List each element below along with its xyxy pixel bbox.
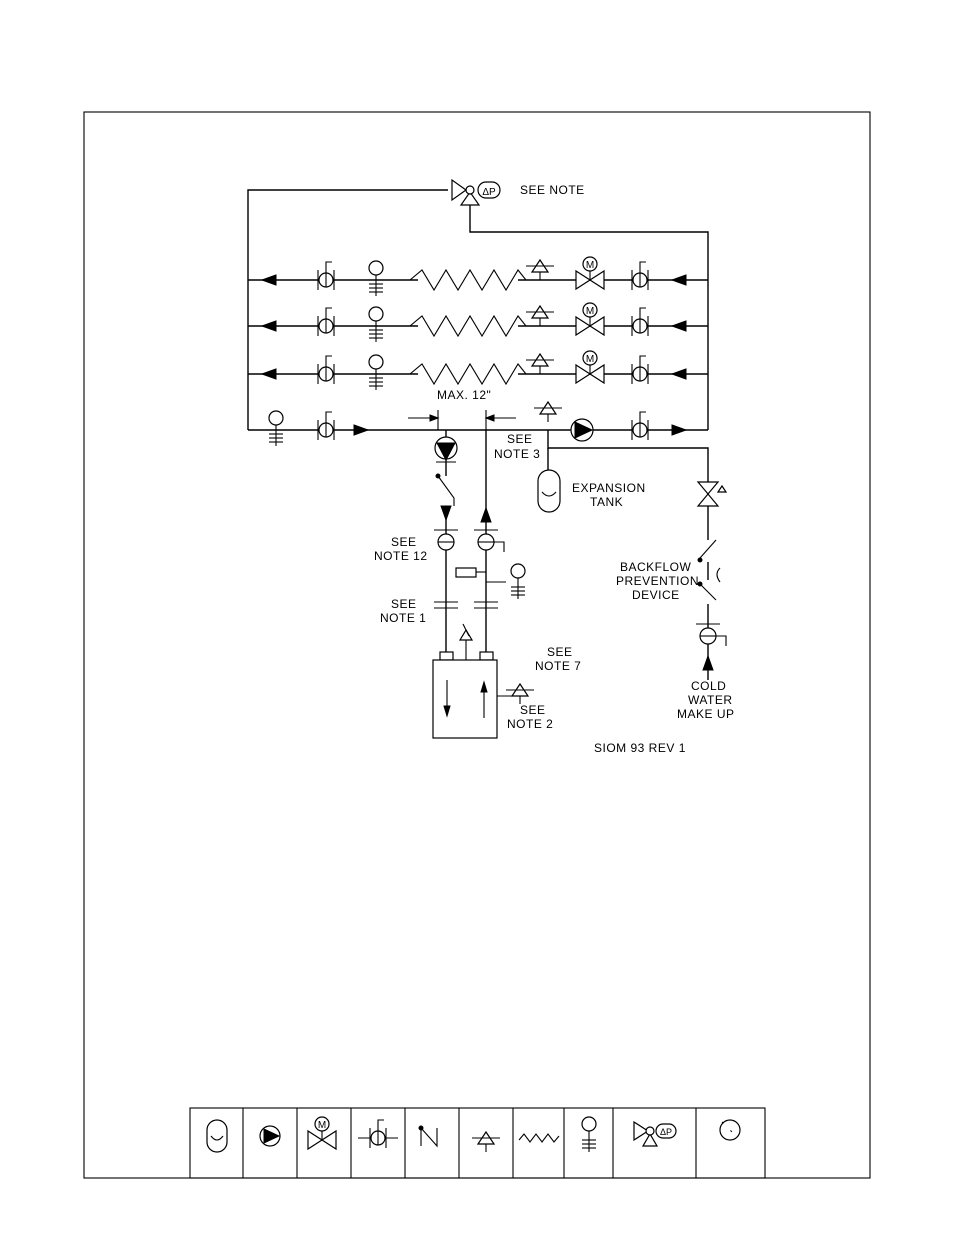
- max12-dimension: [408, 410, 516, 430]
- motorized-valve-icon: M: [308, 1117, 336, 1149]
- see-note3-label-b: NOTE 3: [494, 447, 540, 461]
- boiler-return-leg: [456, 430, 525, 655]
- boiler-supply-leg: [434, 430, 458, 655]
- see-note1-label-a: SEE: [391, 597, 417, 611]
- svg-text:M: M: [586, 354, 594, 365]
- shutoff-valve-icon: [358, 1120, 398, 1148]
- max12-label: MAX. 12": [437, 388, 491, 402]
- symbol-legend: M ΔP: [190, 1108, 765, 1178]
- cold-label-b: WATER: [688, 693, 733, 707]
- see-note7-label-a: SEE: [547, 645, 573, 659]
- differential-pressure-valve-icon: ΔP: [634, 1122, 676, 1146]
- backflow-label-b: PREVENTION: [616, 574, 699, 588]
- cold-label-a: COLD: [691, 679, 726, 693]
- see-note2-label-a: SEE: [520, 703, 546, 717]
- see-note1-label-b: NOTE 1: [380, 611, 426, 625]
- dp-valve: ΔP: [452, 180, 500, 205]
- branch-3: [262, 351, 686, 390]
- see-note12-label-b: NOTE 12: [374, 549, 428, 563]
- cold-label-c: MAKE UP: [677, 707, 735, 721]
- expansion-tank-icon: [207, 1120, 227, 1152]
- svg-text:M: M: [586, 260, 594, 271]
- supply-header: [269, 402, 686, 446]
- relief-valve-icon: [472, 1132, 500, 1152]
- svg-text:M: M: [586, 306, 594, 317]
- branch-1: [262, 257, 686, 296]
- backflow-label-a: BACKFLOW: [620, 560, 692, 574]
- gauge-icon: [582, 1117, 596, 1152]
- branch-2: [262, 303, 686, 342]
- drain-icon: [720, 1120, 740, 1140]
- pump-icon: [260, 1126, 280, 1146]
- svg-text:ΔP: ΔP: [660, 1127, 672, 1137]
- svg-text:M: M: [318, 1120, 326, 1131]
- drawing-id: SIOM 93 REV 1: [594, 741, 686, 755]
- see-note3-label-a: SEE: [507, 432, 533, 446]
- see-note-dp-label: SEE NOTE: [520, 183, 585, 197]
- see-note7-label-b: NOTE 7: [535, 659, 581, 673]
- dp-text: ΔP: [482, 187, 496, 198]
- makeup-water-line: [696, 480, 726, 680]
- expansion-label-b: TANK: [590, 495, 623, 509]
- coil-icon: [519, 1134, 559, 1142]
- expansion-label-a: EXPANSION: [572, 481, 646, 495]
- see-note12-label-a: SEE: [391, 535, 417, 549]
- see-note2-label-b: NOTE 2: [507, 717, 553, 731]
- backflow-label-c: DEVICE: [632, 588, 680, 602]
- check-valve-icon: [419, 1126, 437, 1146]
